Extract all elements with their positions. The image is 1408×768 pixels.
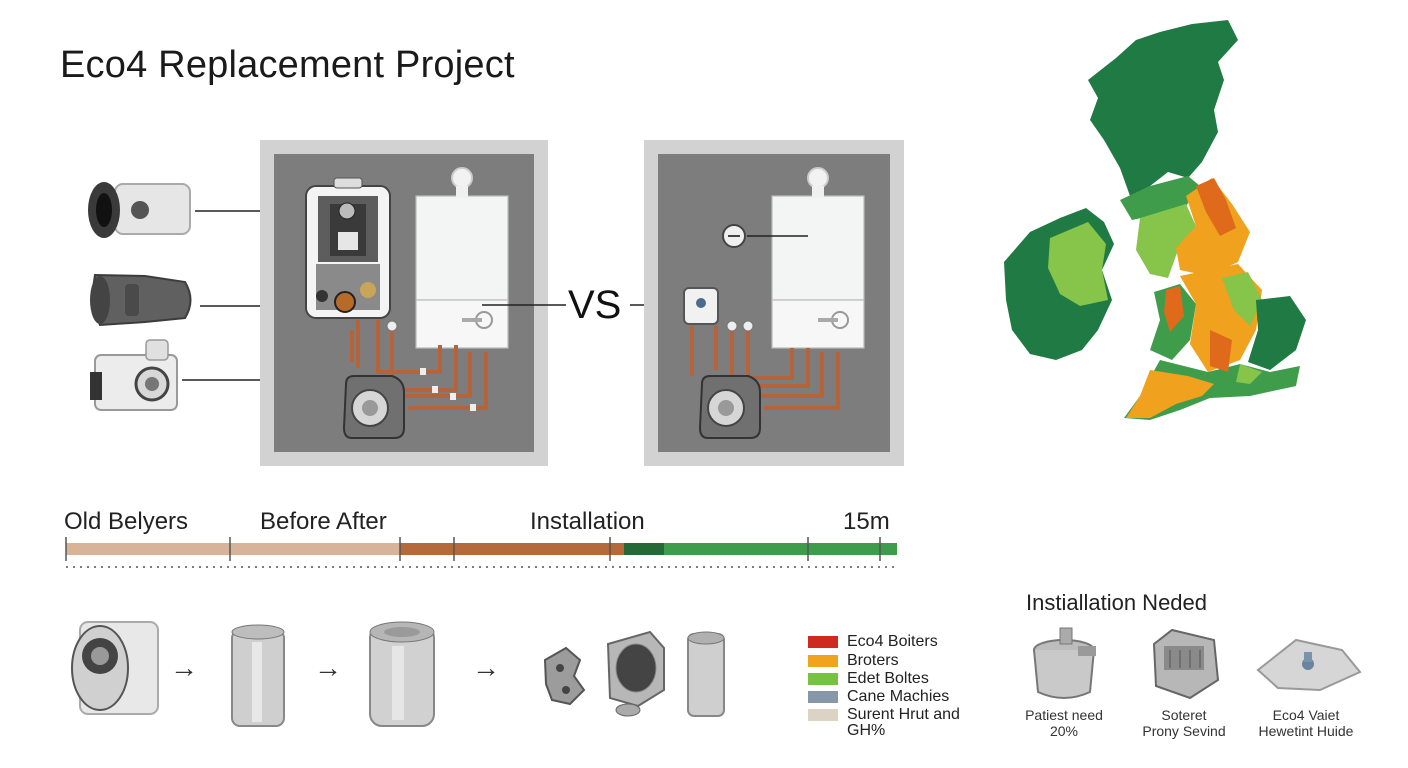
pipe-connector-icon: [88, 182, 308, 238]
legend-label: Broters: [847, 652, 899, 669]
need-caption-3-line2: Hewetint Huide: [1258, 723, 1354, 739]
timeline-label-duration: 15m: [843, 508, 890, 535]
legend-label: Edet Boltes: [847, 670, 929, 687]
process-arrow-2: →: [314, 652, 342, 683]
legend-swatch: [808, 691, 838, 703]
legend-label: Cane Machies: [847, 688, 950, 705]
base-plate-icon: [1256, 638, 1362, 692]
timeline-label-old-boilers: Old Belyers: [64, 508, 189, 535]
need-caption-1: Patiest need 20%: [999, 707, 1129, 739]
timeline-label-installation: Installation: [530, 508, 645, 535]
valve-assembly-icon: [90, 339, 342, 411]
need-caption-1-line1: Patiest need: [1025, 707, 1103, 723]
need-caption-3: Eco4 Vaiet Hewetint Huide: [1241, 707, 1371, 739]
timeline-label-before-after: Before After: [260, 508, 387, 535]
legend-label: Surent Hrut and: [847, 706, 960, 723]
installation-needs-title: Instiallation Neded: [1026, 590, 1208, 615]
need-caption-3-line1: Eco4 Vaiet: [1272, 707, 1340, 723]
need-caption-2-line1: Soteret: [1161, 707, 1207, 723]
control-unit-box-icon: [1152, 628, 1220, 700]
cylinder-small-icon: [231, 624, 285, 727]
process-arrow-1: →: [170, 652, 198, 683]
fittings-icon: [543, 630, 725, 717]
cylinder-large-icon: [369, 621, 435, 727]
legend-swatch: [808, 709, 838, 721]
process-arrow-3: →: [472, 652, 500, 683]
pump-body-icon: [90, 273, 318, 327]
need-caption-1-line2: 20%: [1049, 723, 1079, 739]
bucket-pot-icon: [1033, 627, 1096, 699]
page-title: Eco4 Replacement Project: [60, 44, 515, 86]
legend-swatch: [808, 655, 838, 667]
old-boiler-part-icon: [71, 621, 159, 715]
legend-label: Eco4 Boiters: [847, 633, 938, 650]
vs-label: VS: [568, 283, 622, 327]
legend-swatch: [808, 673, 838, 685]
legend-label-continued: GH%: [847, 722, 886, 739]
legend-swatch: [808, 636, 838, 648]
need-caption-2-line2: Prony Sevind: [1142, 723, 1226, 739]
need-caption-2: Soteret Prony Sevind: [1119, 707, 1249, 739]
